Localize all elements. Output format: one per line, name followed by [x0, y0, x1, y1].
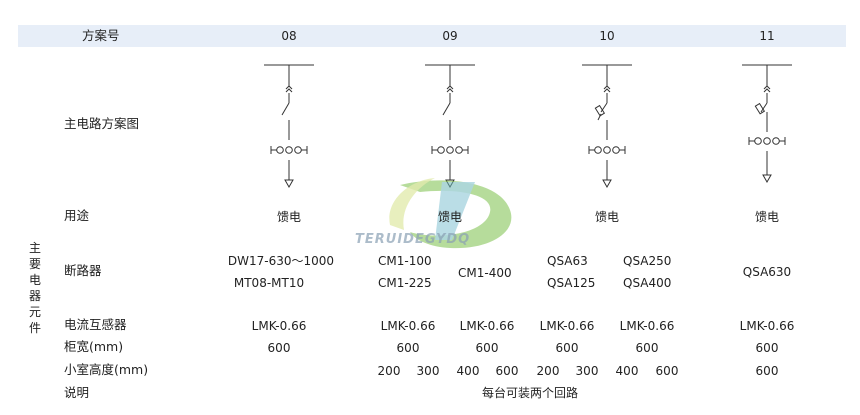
height-09-d: 600 [495, 364, 519, 378]
row-label-height: 小室高度(mm) [64, 362, 149, 377]
watermark-text: TERUIDEGYDQ [355, 232, 471, 247]
scheme-10: 10 [599, 29, 615, 43]
height-10-a: 200 [536, 364, 560, 378]
width-08: 600 [267, 341, 291, 355]
breaker-10-b: QSA250 [623, 254, 672, 268]
usage-11: 馈电 [754, 210, 780, 224]
breaker-08-a: DW17-630～1000 [227, 254, 335, 268]
width-09-a: 600 [396, 341, 420, 355]
ct-11: LMK-0.66 [739, 319, 795, 333]
width-10-b: 600 [635, 341, 659, 355]
usage-10: 馈电 [594, 210, 620, 224]
diagram-scheme-10 [582, 64, 632, 189]
usage-09: 馈电 [437, 210, 463, 224]
breaker-10-c: QSA125 [547, 276, 596, 290]
diagram-scheme-08 [264, 64, 314, 189]
ct-10-a: LMK-0.66 [539, 319, 595, 333]
height-10-b: 300 [575, 364, 599, 378]
row-label-note: 说明 [64, 385, 90, 400]
scheme-09: 09 [442, 29, 458, 43]
watermark-logo [389, 178, 512, 249]
height-09-c: 400 [456, 364, 480, 378]
height-11: 600 [755, 364, 779, 378]
breaker-11: QSA630 [742, 265, 792, 279]
usage-08: 馈电 [276, 210, 302, 224]
height-10-d: 600 [655, 364, 679, 378]
breaker-09-c: CM1-400 [458, 266, 512, 280]
width-11: 600 [755, 341, 779, 355]
height-09-a: 200 [377, 364, 401, 378]
group-label-main-components: 主要电器元件 [28, 241, 41, 335]
row-label-breaker: 断路器 [64, 263, 102, 278]
scheme-08: 08 [281, 29, 297, 43]
breaker-10-d: QSA400 [623, 276, 672, 290]
scheme-11: 11 [759, 29, 775, 43]
breaker-09-a: CM1-100 [378, 254, 432, 268]
width-09-b: 600 [475, 341, 499, 355]
height-09-b: 300 [416, 364, 440, 378]
breaker-08-b: MT08-MT10 [233, 276, 305, 290]
height-10-c: 400 [615, 364, 639, 378]
breaker-09-b: CM1-225 [378, 276, 432, 290]
ct-09-b: LMK-0.66 [459, 319, 515, 333]
row-label-width: 柜宽(mm) [64, 339, 124, 354]
row-label-ct: 电流互感器 [64, 317, 127, 332]
ct-09-a: LMK-0.66 [380, 319, 436, 333]
width-10-a: 600 [555, 341, 579, 355]
header-bar [18, 25, 846, 47]
diagram-scheme-11 [742, 64, 792, 184]
note-value: 每台可装两个回路 [481, 386, 579, 400]
ct-08: LMK-0.66 [251, 319, 307, 333]
row-label-usage: 用途 [64, 208, 90, 223]
row-label-diagram: 主电路方案图 [64, 116, 140, 131]
scheme-number-label: 方案号 [82, 28, 120, 43]
diagram-scheme-09 [425, 64, 475, 189]
breaker-10-a: QSA63 [547, 254, 588, 268]
ct-10-b: LMK-0.66 [619, 319, 675, 333]
